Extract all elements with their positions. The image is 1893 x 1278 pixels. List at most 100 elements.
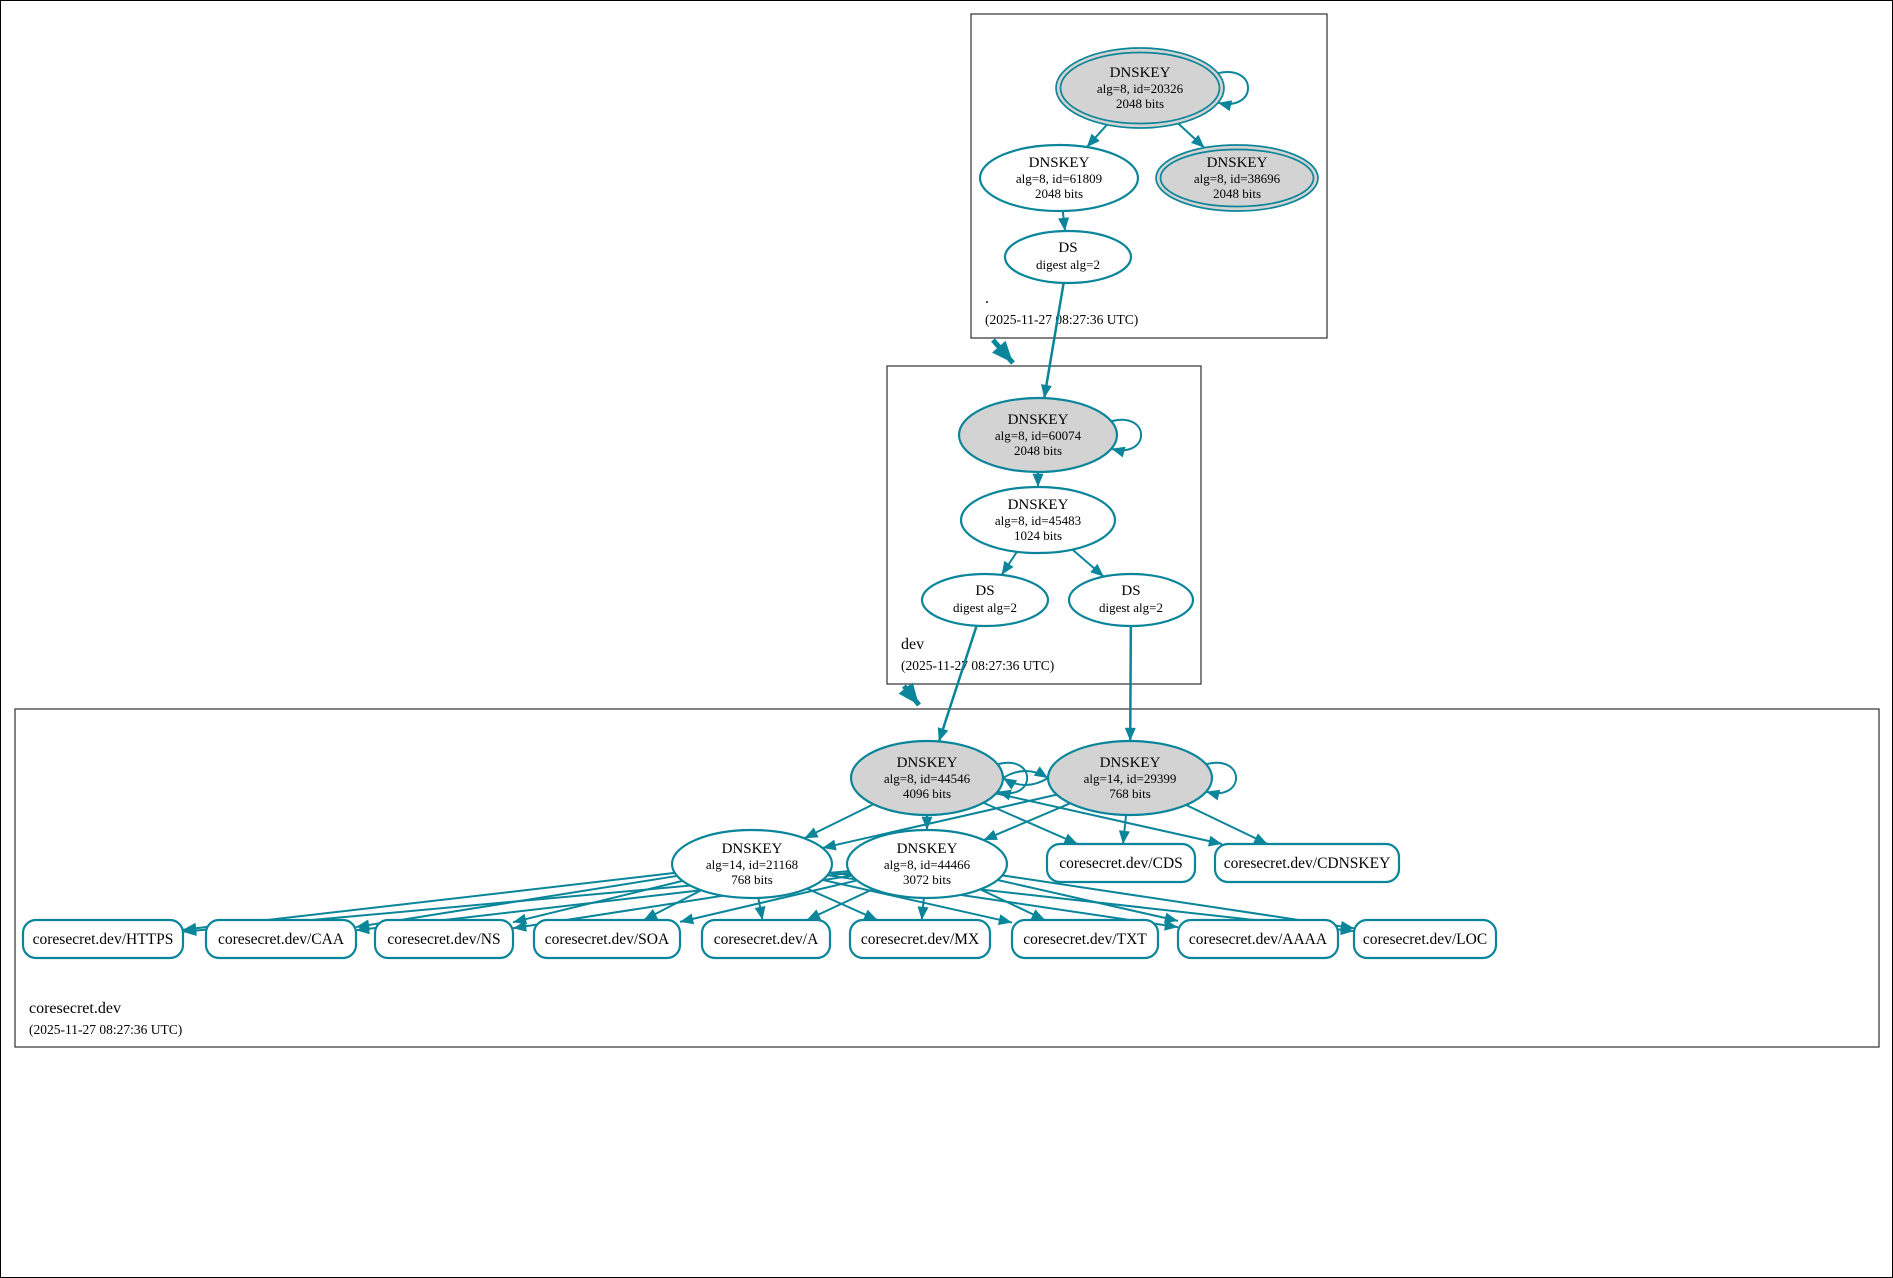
zone-box-coresecret-dev: [14, 708, 1880, 1048]
dnskey-node-44546-shape: [849, 739, 1005, 817]
dnskey-node-29399-label-line-2: 768 bits: [1109, 786, 1151, 801]
edge-root-ksk-20326-to-root-zsk-61809: [1086, 124, 1108, 148]
dnskey-node-29399-label-line-1: alg=14, id=29399: [1084, 771, 1177, 786]
ds-node-root-label-line-1: digest alg=2: [1036, 257, 1100, 272]
dnskey-node-29399-shape: [1046, 739, 1214, 817]
dnskey-node-61809-label-line-0: DNSKEY: [1029, 155, 1090, 171]
zone-box-root: [970, 13, 1328, 339]
edge-cs-zsk-44466-to-rr-txt: [979, 888, 1046, 921]
rrset-node-a: coresecret.dev/A: [700, 918, 832, 960]
rrset-node-aaaa-shape: [1176, 918, 1340, 960]
dnskey-node-44466-label-line-0: DNSKEY: [897, 841, 958, 857]
rrset-node-soa-shape: [532, 918, 682, 960]
rrset-node-cdnskey-label-line-0: coresecret.dev/CDNSKEY: [1224, 855, 1391, 872]
rrset-node-loc-shape: [1352, 918, 1498, 960]
dnskey-node-29399-label-line-0: DNSKEY: [1100, 755, 1161, 771]
dnskey-node-44546-label-line-0: DNSKEY: [897, 755, 958, 771]
dnskey-node-45483-label-line-1: alg=8, id=45483: [995, 513, 1081, 528]
dnskey-node-38696-inner-border: [1159, 148, 1315, 208]
delegation-arrow-root-to-dev: [991, 338, 1015, 365]
edge-root-zsk-61809-to-root-ds: [1058, 210, 1070, 232]
dnskey-node-61809-shape: [978, 143, 1140, 213]
edge-cs-ksk-29399-to-cs-zsk-44466: [983, 802, 1071, 841]
edge-dev-zsk-45483-to-dev-ds-1: [1000, 551, 1018, 576]
rrset-node-cds-label-line-0: coresecret.dev/CDS: [1059, 855, 1183, 872]
zone-name-dev: dev: [901, 636, 924, 653]
dnskey-node-21168-label-line-0: DNSKEY: [722, 841, 783, 857]
rrset-node-txt-shape: [1010, 918, 1160, 960]
dnskey-node-61809-label-line-2: 2048 bits: [1035, 186, 1083, 201]
rrset-node-ns-label-line-0: coresecret.dev/NS: [387, 931, 500, 948]
edge-cs-ksk-44546-to-cs-cdnskey: [995, 792, 1223, 847]
self-sign-loop: [1111, 418, 1143, 458]
rrset-node-soa: coresecret.dev/SOA: [532, 918, 682, 960]
edge-cs-zsk-44466-to-rr-mx: [917, 897, 929, 921]
edge-cs-ksk-44546-to-cs-cds: [983, 801, 1079, 845]
dnskey-node-38696-label-line-1: alg=8, id=38696: [1194, 171, 1281, 186]
rrset-node-https: coresecret.dev/HTTPS: [21, 918, 185, 960]
rrset-node-txt-label-line-0: coresecret.dev/TXT: [1023, 931, 1147, 948]
dnskey-node-38696-shape: [1155, 144, 1319, 212]
edge-cs-zsk-21168-to-rr-soa: [643, 889, 702, 921]
dnskey-node-20326-label-line-1: alg=8, id=20326: [1097, 81, 1184, 96]
zone-timestamp-coresecret-dev: (2025-11-27 08:27:36 UTC): [29, 1022, 182, 1037]
rrset-node-aaaa: coresecret.dev/AAAA: [1176, 918, 1340, 960]
edge-dev-ds-2-to-cs-ksk-29399: [1124, 625, 1136, 742]
edge-cs-zsk-44466-to-rr-a: [806, 888, 874, 921]
edge-cs-ksk-29399-to-cs-cds: [1118, 814, 1130, 845]
ds-node-root-shape: [1003, 229, 1133, 285]
self-sign-loop: [1205, 761, 1238, 801]
edge-cs-ksk-44546-to-cs-zsk-21168: [803, 803, 874, 840]
dnskey-node-44466-shape: [845, 828, 1009, 900]
dnskey-node-20326-inner-border: [1059, 51, 1221, 125]
edge-cs-zsk-21168-to-rr-txt: [822, 878, 1013, 926]
zone-timestamp-dev: (2025-11-27 08:27:36 UTC): [901, 658, 1054, 673]
rrset-node-mx: coresecret.dev/MX: [848, 918, 992, 960]
edge-dev-zsk-45483-to-dev-ds-2: [1071, 548, 1105, 578]
dnskey-node-20326-label-line-2: 2048 bits: [1116, 96, 1164, 111]
edge-cs-zsk-44466-to-rr-aaaa: [997, 879, 1179, 924]
ds-node-dev-1-label-line-1: digest alg=2: [953, 600, 1017, 615]
zone-dev: dev (2025-11-27 08:27:36 UTC): [886, 365, 1202, 685]
edge-cs-ksk-29399-to-cs-zsk-21168: [822, 793, 1058, 851]
self-sign-loop: [997, 761, 1029, 801]
dnskey-node-60074-label-line-1: alg=8, id=60074: [995, 428, 1082, 443]
zone-box-dev: [886, 365, 1202, 685]
edge-root-ds-to-dev-ksk-60074: [1040, 282, 1065, 399]
rrset-node-mx-shape: [848, 918, 992, 960]
ds-node-dev-1-shape: [920, 572, 1050, 628]
rrset-node-a-label-line-0: coresecret.dev/A: [714, 931, 819, 948]
dnskey-node-44546-label-line-1: alg=8, id=44546: [884, 771, 971, 786]
dnskey-node-21168-label-line-1: alg=14, id=21168: [706, 857, 798, 872]
rrset-node-https-shape: [21, 918, 185, 960]
rrset-node-caa-shape: [204, 918, 358, 960]
dnskey-node-60074-shape: [957, 396, 1119, 474]
zone-name-root: .: [985, 290, 989, 307]
ds-node-dev-2-label-line-1: digest alg=2: [1099, 600, 1163, 615]
rrset-node-ns-shape: [373, 918, 515, 960]
rrset-node-loc-label-line-0: coresecret.dev/LOC: [1363, 931, 1487, 948]
rrset-node-caa-label-line-0: coresecret.dev/CAA: [218, 931, 345, 948]
dnskey-node-38696-label-line-2: 2048 bits: [1213, 186, 1261, 201]
dnskey-node-20326-label-line-0: DNSKEY: [1110, 65, 1171, 81]
dnskey-node-60074-label-line-0: DNSKEY: [1008, 412, 1069, 428]
edge-cs-zsk-21168-to-rr-a: [754, 897, 766, 921]
dnskey-node-44466-label-line-1: alg=8, id=44466: [884, 857, 971, 872]
rrset-node-ns: coresecret.dev/NS: [373, 918, 515, 960]
dnskey-node-21168-shape: [670, 828, 834, 900]
zone-timestamp-root: (2025-11-27 08:27:36 UTC): [985, 312, 1138, 327]
rrset-node-cds: coresecret.dev/CDS: [1045, 842, 1197, 884]
ds-node-dev-1-label-line-0: DS: [975, 583, 994, 599]
ds-node-root-label-line-0: DS: [1058, 240, 1077, 256]
dnskey-node-21168-label-line-2: 768 bits: [731, 872, 773, 887]
